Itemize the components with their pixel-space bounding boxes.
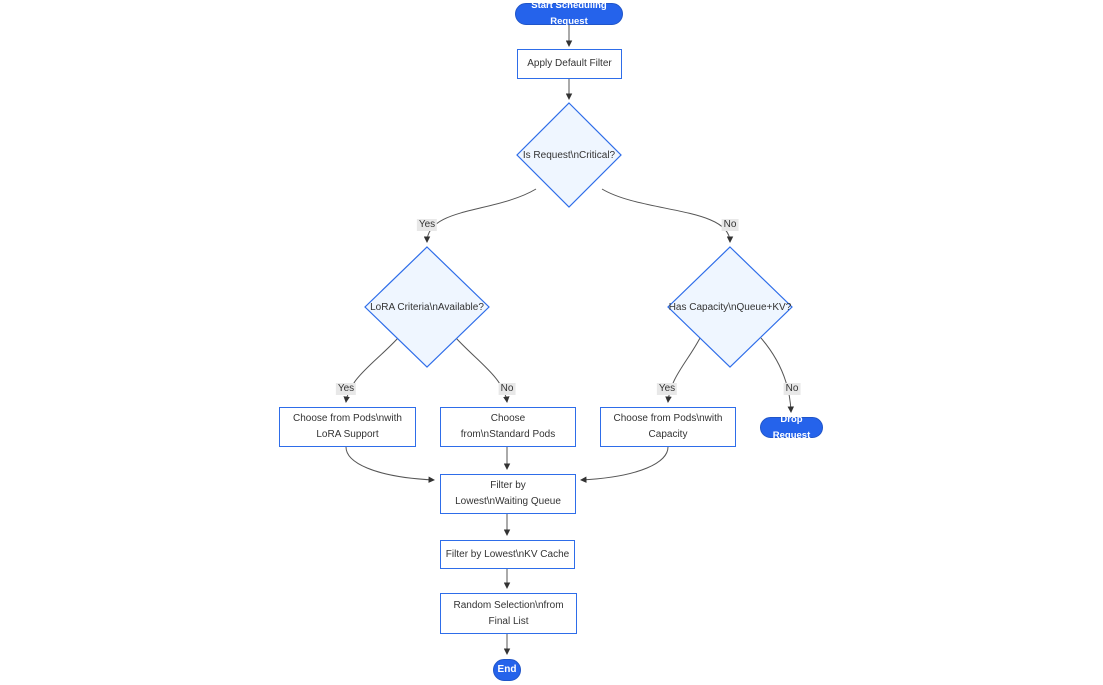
has-capacity-label: Has Capacity\nQueue+KV? [668,301,792,313]
start-node-label: Start Scheduling Request [531,0,607,27]
choose-lora-pods-node: Choose from Pods\nwith LoRA Support [279,407,416,447]
choose-lora-pods-label: Choose from Pods\nwith LoRA Support [293,413,402,440]
apply-default-filter-node: Apply Default Filter [517,49,622,79]
choose-standard-pods-label: Choose from\nStandard Pods [460,413,556,440]
choose-standard-pods-node: Choose from\nStandard Pods [440,407,576,447]
edge-label-lora-yes: Yes [335,383,357,395]
is-critical-diamond-shape [516,102,622,208]
edge-capacity-yes-to-choose-capacity [665,337,701,403]
edge-label-critical-yes: Yes [416,219,438,231]
edge-critical-yes-to-lora [423,188,537,243]
random-selection-node: Random Selection\nfrom Final List [440,593,577,634]
filter-waiting-queue-label: Filter by Lowest\nWaiting Queue [455,480,561,507]
edge-choose-lora-to-filter-queue [345,446,435,483]
choose-capacity-pods-label: Choose from Pods\nwith Capacity [613,413,723,440]
drop-request-label: Drop Request [772,413,811,441]
end-node: End [493,659,521,681]
start-node: Start Scheduling Request [515,0,623,27]
choose-capacity-pods-node: Choose from Pods\nwith Capacity [600,407,736,447]
apply-default-filter-label: Apply Default Filter [527,58,612,69]
drop-request-node: Drop Request [760,414,823,441]
edge-label-lora-no: No [498,383,516,395]
edge-critical-no-to-capacity [601,188,734,243]
lora-criteria-label: LoRA Criteria\nAvailable? [370,301,484,313]
end-node-label: End [497,664,517,675]
filter-kv-cache-node: Filter by Lowest\nKV Cache [440,540,575,569]
random-selection-label: Random Selection\nfrom Final List [453,599,564,627]
edges [343,25,795,655]
edge-label-critical-no: No [721,219,739,231]
is-critical-label: Is Request\nCritical? [522,149,616,161]
edge-label-capacity-yes: Yes [656,383,678,395]
edge-choose-capacity-to-filter-queue [580,446,669,483]
edge-label-capacity-no: No [783,383,801,395]
has-capacity-diamond-shape [667,246,793,368]
filter-kv-cache-label: Filter by Lowest\nKV Cache [445,548,570,560]
lora-criteria-diamond-shape [364,246,490,368]
decision-shapes [364,102,793,368]
filter-waiting-queue-node: Filter by Lowest\nWaiting Queue [440,474,576,514]
edge-capacity-no-to-drop [760,337,795,413]
